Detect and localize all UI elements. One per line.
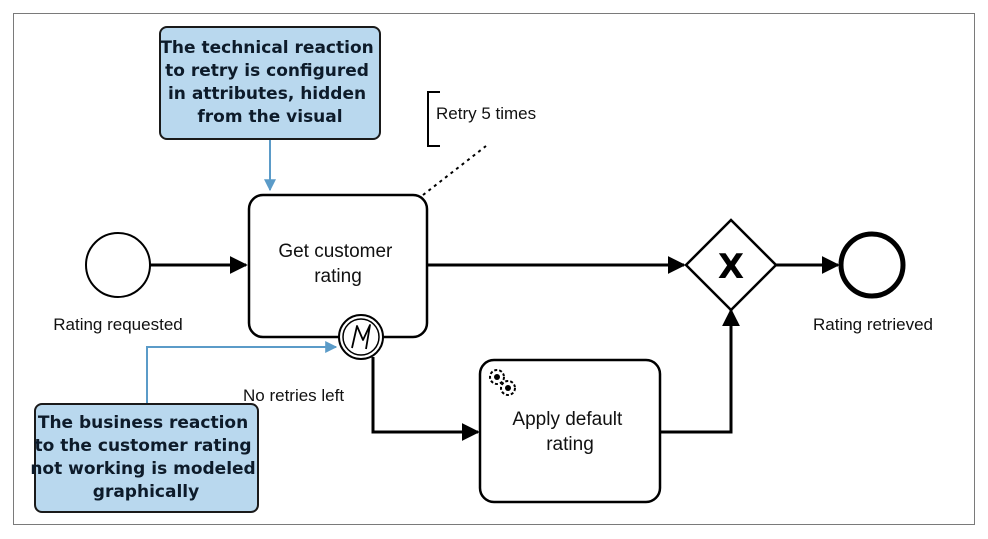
task-apply-default-text: Apply default rating	[512, 409, 627, 455]
callout-top-text: The technical reaction to retry is confi…	[160, 38, 379, 127]
callout-bottom-line-2: to the customer rating	[34, 436, 251, 456]
callout-top-line-2: to retry is configured	[165, 61, 369, 81]
callout-top-line-1: The technical reaction	[160, 38, 373, 58]
error-event-inner	[342, 318, 380, 356]
annotation-text: Retry 5 times	[436, 104, 536, 123]
task-get-rating-line-1: Get customer	[278, 241, 393, 262]
start-event-circle	[85, 232, 151, 298]
start-event-label: Rating requested	[53, 315, 182, 334]
task-apply-default-line-2: rating	[546, 434, 594, 455]
flow-default-to-gateway	[660, 308, 740, 434]
gateway-diamond	[684, 218, 778, 312]
callout-technical-reaction: The technical reaction to retry is confi…	[159, 26, 381, 140]
exclusive-gateway: X	[684, 218, 778, 312]
flow-error-to-default	[371, 357, 480, 441]
annotation-association	[422, 145, 487, 196]
error-boundary-event	[338, 314, 384, 360]
callout-bottom-line-3: not working is modeled	[30, 459, 255, 479]
task-get-rating-text: Get customer rating	[278, 241, 397, 287]
end-event: Rating retrieved	[813, 231, 933, 334]
annotation-bracket	[427, 91, 440, 147]
text-annotation-retry: Retry 5 times	[422, 91, 536, 196]
callout-box-bottom	[34, 403, 259, 513]
callout-top-line-4: from the visual	[197, 107, 342, 127]
end-event-circle	[838, 231, 906, 299]
callout-bottom-connector	[146, 341, 338, 404]
callout-bottom-line-4: graphically	[93, 482, 199, 502]
gateway-x-marker: X	[718, 247, 744, 287]
error-flow-label: No retries left	[243, 386, 344, 405]
task-apply-default-line-1: Apply default	[512, 409, 623, 430]
start-event: Rating requested	[53, 232, 183, 334]
callout-bottom-line-1: The business reaction	[38, 413, 248, 433]
task-get-customer-rating: Get customer rating	[247, 193, 429, 339]
task-get-rating-line-2: rating	[314, 266, 362, 287]
lightning-icon	[351, 324, 371, 350]
callout-bottom-text: The business reaction to the customer ra…	[30, 413, 261, 502]
task-apply-default-rating: Apply default rating	[478, 358, 662, 504]
end-event-label: Rating retrieved	[813, 315, 933, 334]
callout-business-reaction: The business reaction to the customer ra…	[30, 403, 261, 513]
gears-icon	[489, 369, 516, 396]
callout-top-line-3: in attributes, hidden	[168, 84, 366, 104]
callout-box-top	[159, 26, 381, 140]
